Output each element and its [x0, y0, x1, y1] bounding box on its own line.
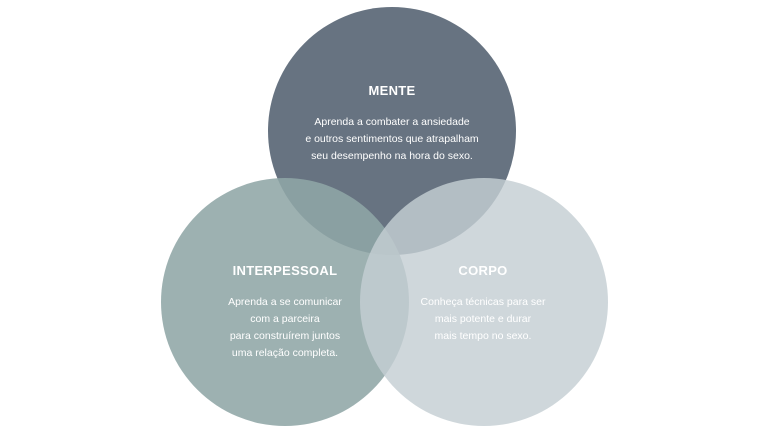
mente-title: MENTE	[368, 83, 416, 98]
mente-description-line: seu desempenho na hora do sexo.	[311, 150, 473, 162]
interpessoal-description-line: com a parceira	[250, 313, 320, 325]
interpessoal-description-line: para construírem juntos	[229, 330, 341, 342]
corpo-description-line: mais tempo no sexo.	[434, 330, 532, 342]
corpo-title: CORPO	[458, 263, 508, 278]
mente-description-line: Aprenda a combater a ansiedade	[314, 116, 470, 128]
mente-description-line: e outros sentimentos que atrapalham	[305, 133, 479, 145]
circle-corpo	[360, 178, 608, 426]
interpessoal-description-line: Aprenda a se comunicar	[228, 296, 342, 308]
corpo-description-line: Conheça técnicas para ser	[420, 296, 546, 308]
corpo-description: Conheça técnicas para ser mais potente e…	[363, 294, 603, 345]
corpo-label-group: CORPO Conheça técnicas para ser mais pot…	[363, 263, 603, 345]
interpessoal-description: Aprenda a se comunicar com a parceira pa…	[165, 294, 405, 362]
mente-description: Aprenda a combater a ansiedade e outros …	[272, 114, 512, 165]
corpo-description-line: mais potente e durar	[434, 313, 532, 325]
mente-label-group: MENTE Aprenda a combater a ansiedade e o…	[272, 83, 512, 165]
circle-interpessoal	[161, 178, 409, 426]
interpessoal-title: INTERPESSOAL	[232, 263, 338, 278]
interpessoal-label-group: INTERPESSOAL Aprenda a se comunicar com …	[165, 263, 405, 362]
interpessoal-description-line: uma relação completa.	[231, 347, 339, 359]
